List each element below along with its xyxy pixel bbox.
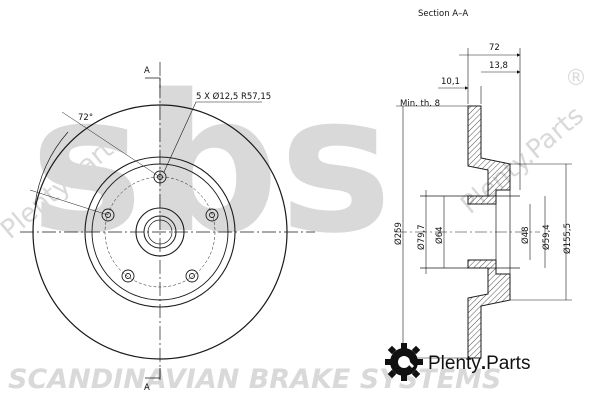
brand-name: Plenty.Parts — [428, 353, 530, 374]
min-thickness-label: Min. th. 8 — [400, 99, 440, 109]
bolt-hole-inner — [189, 273, 195, 279]
bolt-hole-inner — [209, 212, 215, 218]
dim-center-bore: Ø48 — [520, 226, 531, 244]
angle-label: 72° — [78, 113, 93, 123]
center-bore-hole — [147, 219, 173, 245]
bolt-hole-inner — [125, 273, 131, 279]
section-marker-top-line — [145, 77, 161, 88]
registered-mark: ® — [565, 66, 587, 91]
bolt-callout-leader — [163, 101, 262, 173]
watermark-logo: sbs — [30, 54, 392, 275]
dim-hat-width: 13,8 — [489, 61, 508, 71]
disc-outer-circle — [32, 104, 288, 360]
section-labels: Section A–A 72 13,8 10,1 Min. th. 8 Ø259… — [393, 9, 573, 254]
center-bore-inner — [143, 215, 177, 249]
section-marker-bottom-line — [145, 368, 161, 379]
brand-badge[interactable]: Plenty.Parts — [384, 342, 584, 382]
dim-overall-width: 72 — [489, 43, 500, 53]
hat-outer-circle — [84, 156, 236, 308]
section-dimensions — [396, 48, 572, 359]
bolt-hole — [121, 269, 135, 283]
section-label-top: A — [144, 66, 150, 76]
dim-outer-diameter: Ø259 — [393, 222, 404, 245]
bolt-hole-inner — [105, 212, 111, 218]
watermark-footer: SCANDINAVIAN BRAKE SYSTEMS — [8, 364, 501, 395]
section-view — [395, 105, 540, 359]
front-view-labels: A A 72° 5 X Ø12,5 R57,15 — [78, 66, 271, 393]
section-title: Section A–A — [418, 9, 468, 19]
dim-hub-diameter: Ø155,5 — [562, 223, 573, 254]
dim-bore-diameter: Ø64 — [434, 226, 445, 244]
center-bore-outer — [135, 207, 185, 257]
bolt-hole — [205, 208, 219, 222]
bolt-hole — [185, 269, 199, 283]
bolt-hole-inner — [157, 174, 163, 180]
dim-inner-step: Ø59,4 — [541, 224, 552, 250]
gear-icon — [385, 343, 423, 381]
dim-disc-thickness: 10,1 — [441, 77, 460, 87]
bolt-hole — [101, 208, 115, 222]
bolt-circle — [104, 176, 216, 288]
angle-leader-2 — [29, 189, 109, 216]
brand-svg: Plenty.Parts — [385, 343, 530, 381]
angle-leader-1 — [61, 111, 161, 178]
front-view — [20, 62, 315, 380]
dim-hat-diameter: Ø79,7 — [416, 224, 427, 250]
hat-inner-circle — [91, 163, 229, 301]
bolt-hole — [153, 170, 167, 184]
bolt-holes — [101, 170, 219, 283]
bolt-pattern-label: 5 X Ø12,5 R57,15 — [196, 91, 271, 102]
angle-arc — [34, 131, 69, 206]
section-label-bottom: A — [144, 383, 150, 393]
